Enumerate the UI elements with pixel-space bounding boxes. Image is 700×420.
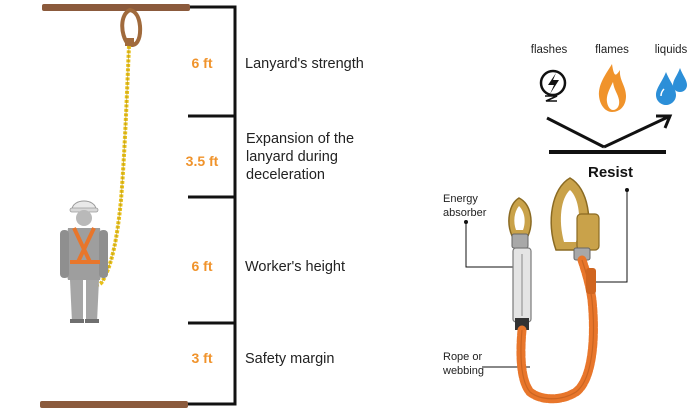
flame-icon: [598, 64, 626, 112]
measurement-value-worker: 6 ft: [192, 258, 213, 274]
resist-leader: [590, 190, 628, 283]
measurement-value-lanyard: 6 ft: [192, 55, 213, 71]
rope-label-1: Rope or: [443, 351, 482, 363]
measurement-label-worker: Worker's height: [245, 259, 345, 275]
energy-absorber-label-1: Energy: [443, 193, 478, 205]
measurement-label-expansion-1: Expansion of the: [246, 131, 354, 147]
energy-absorber-label-2: absorber: [443, 207, 487, 219]
large-rebar-hook-icon: [550, 177, 600, 261]
measurement-value-margin: 3 ft: [192, 350, 213, 366]
rope-label-2: webbing: [442, 365, 484, 377]
measurement-value-expansion: 3.5 ft: [186, 153, 219, 169]
hazard-label-flashes: flashes: [531, 44, 568, 56]
measurement-label-expansion-3: deceleration: [246, 167, 325, 183]
droplets-icon: [656, 68, 687, 105]
measurement-scale: [188, 5, 237, 406]
small-snap-hook-icon: [508, 197, 532, 249]
shock-absorbing-lanyard: [508, 177, 600, 404]
top-anchor-beam: [42, 4, 190, 11]
resist-label: Resist: [588, 164, 633, 181]
lightning-icon: [539, 69, 567, 102]
hazard-label-liquids: liquids: [655, 44, 688, 56]
orange-webbing: [516, 255, 598, 404]
deflection-arrows: [546, 114, 673, 149]
hazard-label-flames: flames: [595, 44, 629, 56]
measurement-label-lanyard: Lanyard's strength: [245, 56, 364, 72]
measurement-label-expansion-2: lanyard during: [246, 149, 338, 165]
anchor-hook-icon: [120, 7, 143, 47]
ground-beam: [40, 401, 188, 408]
energy-absorber-leader: [465, 222, 521, 268]
measurement-label-margin: Safety margin: [245, 351, 334, 367]
worker-figure: [60, 200, 108, 323]
